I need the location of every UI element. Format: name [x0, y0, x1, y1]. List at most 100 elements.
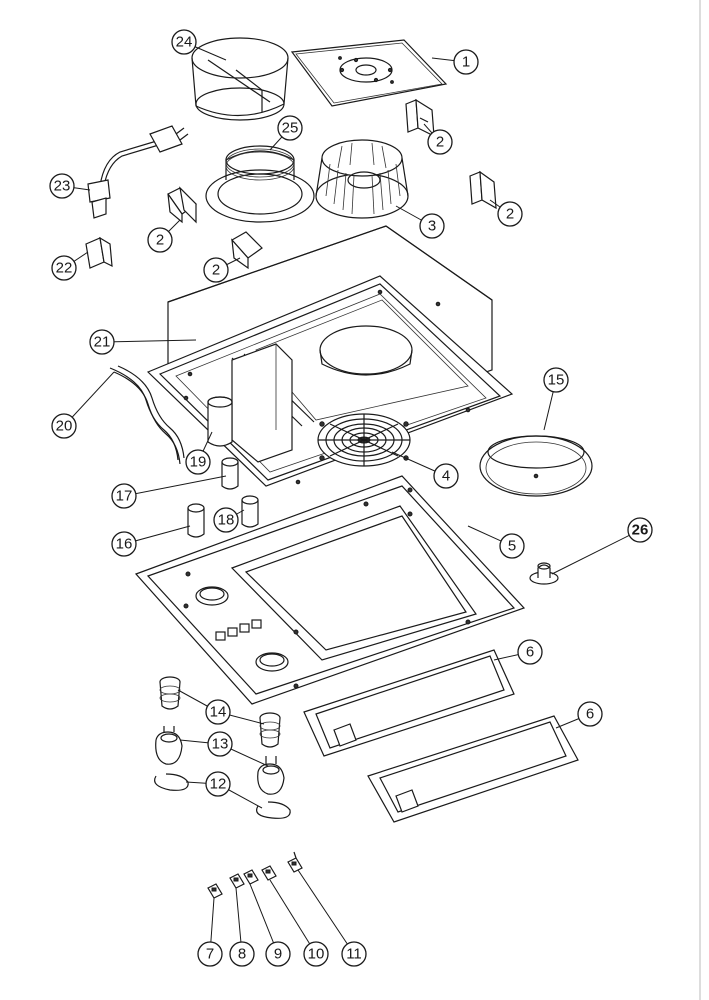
part-12-ring-left [154, 773, 189, 791]
part-1-mounting-plate [290, 39, 448, 107]
callout-c6b: 6 [555, 701, 603, 729]
part-2-bracket-upper-right [405, 98, 435, 138]
part-25-duct-collar [205, 145, 315, 223]
callout-label: 26 [632, 522, 649, 539]
callout-c2d: 2 [203, 257, 241, 283]
part-8-terminal [229, 873, 245, 889]
callout-c14: 14 [177, 689, 265, 725]
callout-circle [185, 449, 211, 475]
callout-label: 6 [526, 644, 534, 661]
callout-c20: 20 [51, 371, 115, 439]
callout-label: 7 [206, 946, 214, 963]
leader-line [269, 879, 317, 955]
callout-c12: 12 [185, 771, 263, 809]
callout-circle [453, 49, 479, 75]
leader-line [551, 529, 641, 575]
callout-label: 16 [116, 536, 133, 553]
callout-c10: 10 [269, 879, 329, 967]
part-18-component [241, 495, 259, 528]
part-22-terminal-bracket [85, 236, 113, 269]
callout-c1: 1 [431, 49, 479, 75]
part-20-gasket-strip [109, 365, 185, 465]
callout-circle [497, 201, 523, 227]
callout-circle [427, 129, 453, 155]
callout-label: 8 [238, 946, 246, 963]
callout-c17: 17 [111, 475, 227, 509]
callout-circle [499, 533, 525, 559]
callout-c2c: 2 [147, 219, 181, 253]
callout-c9: 9 [249, 883, 291, 967]
part-21-main-housing [146, 225, 514, 487]
part-24-duct-connector [191, 37, 289, 121]
part-17-component [221, 457, 239, 490]
callout-circle [341, 941, 367, 967]
part-13-bulb-left [155, 726, 183, 765]
callout-circle [207, 731, 233, 757]
callout-circle [205, 771, 231, 797]
callout-label: 12 [210, 776, 227, 793]
callout-c2a: 2 [423, 123, 453, 155]
callout-circle [171, 29, 197, 55]
callout-c23: 23 [49, 173, 91, 199]
callout-label: 9 [274, 946, 282, 963]
callout-label: 3 [428, 218, 436, 235]
callout-c6a: 6 [493, 639, 543, 665]
part-26-knob [529, 562, 559, 585]
callout-circle [51, 413, 77, 439]
part-16-component [187, 503, 205, 538]
callout-c26: 26 [551, 517, 653, 575]
callout-circle [49, 173, 75, 199]
callout-label: 6 [586, 706, 594, 723]
callout-circle [213, 507, 239, 533]
callout-circle [543, 367, 569, 393]
part-6-filter-upper [303, 649, 515, 757]
callout-circle [265, 941, 291, 967]
callout-label: 5 [508, 538, 516, 555]
part-13-bulb-right [257, 756, 285, 795]
callout-circle [205, 699, 231, 725]
callout-label: 21 [94, 334, 111, 351]
part-7-terminal [207, 883, 223, 899]
leader-line [297, 869, 355, 955]
callout-c21: 21 [89, 329, 197, 355]
part-10-terminal [261, 865, 277, 881]
callout-circle [89, 329, 115, 355]
callout-c24: 24 [171, 29, 227, 61]
callout-label: 2 [506, 206, 514, 223]
callout-label: 14 [210, 704, 227, 721]
callout-c22: 22 [51, 251, 89, 281]
callout-circle [229, 941, 255, 967]
callout-label: 24 [176, 34, 193, 51]
callout-c16: 16 [111, 525, 191, 557]
callout-label: 23 [54, 178, 71, 195]
callout-circle [433, 463, 459, 489]
part-2-bracket-lower [231, 231, 263, 270]
callout-circle [203, 257, 229, 283]
callout-label: 10 [308, 946, 325, 963]
callout-circle [111, 483, 137, 509]
callout-c4: 4 [391, 451, 459, 489]
callout-circle [627, 517, 653, 543]
part-12-ring-right [256, 801, 291, 819]
callout-c7: 7 [197, 897, 223, 967]
callout-c3: 3 [395, 205, 445, 239]
callout-label: 4 [442, 468, 450, 485]
callout-label: 2 [436, 134, 444, 151]
callout-label: 2 [156, 232, 164, 249]
callout-circle [277, 115, 303, 141]
callout-c25: 25 [269, 115, 303, 151]
callout-circle [303, 941, 329, 967]
callout-circle [51, 255, 77, 281]
part-19-capacitor [207, 396, 233, 447]
callout-label: 2 [212, 262, 220, 279]
callout-label: 19 [190, 454, 207, 471]
part-5-front-panel [134, 475, 526, 705]
callout-c15: 15 [543, 367, 569, 431]
callout-circle [577, 701, 603, 727]
part-2-bracket-right [469, 170, 497, 210]
callout-c18: 18 [213, 507, 245, 533]
callout-label: 18 [218, 512, 235, 529]
